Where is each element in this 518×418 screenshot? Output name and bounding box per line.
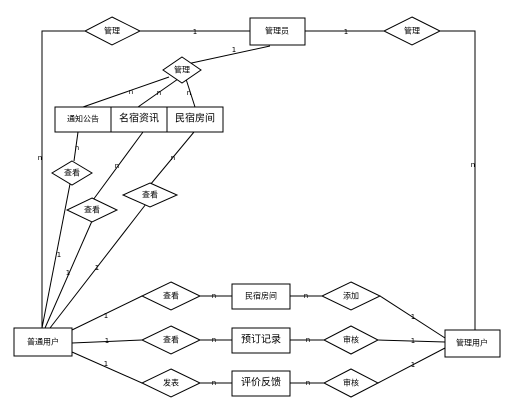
relationship-manage-left[interactable]: 管理 xyxy=(83,16,142,46)
line-manage-right-mgruser xyxy=(440,30,476,330)
card-info-many: n xyxy=(157,89,161,97)
line-info-view xyxy=(92,131,144,201)
entity-room2-label: 民宿房间 xyxy=(245,291,277,301)
line-user-publish xyxy=(71,351,143,384)
relationship-publish[interactable]: 发表 xyxy=(140,368,202,398)
card-view-room-user: 1 xyxy=(95,264,99,272)
card-info-view: n xyxy=(115,162,119,170)
relationship-view-room[interactable]: 查看 xyxy=(121,182,179,208)
card-review-audit2: n xyxy=(306,379,310,387)
card-mgruser-manage-right: n xyxy=(471,161,475,169)
line-user-view1 xyxy=(71,295,143,331)
entity-admin-label: 管理员 xyxy=(265,26,289,36)
card-user-publish: 1 xyxy=(104,360,108,368)
card-view1-room2: n xyxy=(212,292,216,300)
card-notice-many: n xyxy=(129,88,133,96)
entity-info-label: 名宿资讯 xyxy=(119,112,159,125)
connector-lines xyxy=(41,30,476,384)
card-audit2-mgruser: 1 xyxy=(411,361,415,369)
relationship-add-label: 添加 xyxy=(343,291,359,301)
entity-admin[interactable]: 管理员 xyxy=(249,17,306,46)
card-audit1-mgruser: 1 xyxy=(411,337,415,345)
card-view2-booking: n xyxy=(212,336,216,344)
line-room-view xyxy=(149,131,195,186)
line-manage-top-notice xyxy=(82,76,170,108)
entity-user-label: 普通用户 xyxy=(27,337,59,347)
line-add-mgruser xyxy=(379,295,446,339)
entity-room[interactable]: 民宿房间 xyxy=(166,106,224,133)
relationship-audit2-label: 审核 xyxy=(343,378,359,388)
relationship-manage-top-label: 管理 xyxy=(174,65,190,75)
card-room2-add: n xyxy=(304,292,308,300)
entity-booking[interactable]: 预订记录 xyxy=(231,327,291,354)
relationship-view-info[interactable]: 查看 xyxy=(65,197,119,223)
relationship-view-notice-label: 查看 xyxy=(64,168,80,178)
card-room-view: n xyxy=(171,154,175,162)
entity-review-label: 评价反馈 xyxy=(241,376,281,389)
card-notice-view: n xyxy=(75,144,79,152)
card-user-manage-left: n xyxy=(38,154,42,162)
line-user-view2 xyxy=(71,339,143,344)
line-view-room-user xyxy=(49,203,147,329)
cardinality-labels: n 1 1 n 1 n n n n 1 n 1 n 1 1 n n 1 1 n … xyxy=(38,28,475,387)
entity-user[interactable]: 普通用户 xyxy=(13,327,73,357)
relationship-view-notice[interactable]: 查看 xyxy=(51,160,93,186)
card-add-mgruser: 1 xyxy=(411,313,415,321)
line-view-info-user xyxy=(44,220,93,329)
relationship-view-room2-label: 查看 xyxy=(163,291,179,301)
entity-room2[interactable]: 民宿房间 xyxy=(231,283,291,310)
entity-room-label: 民宿房间 xyxy=(175,112,215,125)
card-view-info-user: 1 xyxy=(66,269,70,277)
relationship-add[interactable]: 添加 xyxy=(320,281,382,311)
card-booking-audit1: n xyxy=(306,336,310,344)
card-user-view2: 1 xyxy=(105,337,109,345)
relationship-view-info-label: 查看 xyxy=(84,205,100,215)
line-manage-top-room xyxy=(185,78,196,108)
line-notice-view xyxy=(73,131,79,162)
relationship-manage-left-label: 管理 xyxy=(104,26,120,36)
line-manage-top-info xyxy=(137,78,179,108)
relationship-manage-right[interactable]: 管理 xyxy=(382,16,442,46)
card-publish-review: n xyxy=(212,379,216,387)
line-user-manage-left xyxy=(41,30,85,328)
relationship-audit1-label: 审核 xyxy=(343,335,359,345)
entity-mgr-user-label: 管理用户 xyxy=(456,338,488,348)
relationship-view-booking[interactable]: 查看 xyxy=(140,325,202,355)
card-user-view1: 1 xyxy=(104,312,108,320)
relationship-audit2[interactable]: 审核 xyxy=(322,368,380,398)
relationship-view-room2[interactable]: 查看 xyxy=(140,281,202,311)
relationship-publish-label: 发表 xyxy=(163,378,179,388)
entity-review[interactable]: 评价反馈 xyxy=(231,370,291,397)
entity-notice-label: 通知公告 xyxy=(67,114,99,124)
line-audit1-mgruser xyxy=(377,339,446,343)
relationship-manage-right-label: 管理 xyxy=(404,26,420,36)
card-view-notice-user: 1 xyxy=(57,251,61,259)
entity-booking-label: 预订记录 xyxy=(241,334,281,346)
relationship-audit1[interactable]: 审核 xyxy=(322,325,380,355)
entity-info[interactable]: 名宿资讯 xyxy=(110,106,168,133)
entity-notice[interactable]: 通知公告 xyxy=(54,106,112,133)
line-audit2-mgruser xyxy=(377,347,446,384)
relationship-view-booking-label: 查看 xyxy=(163,335,179,345)
line-admin-manage-top xyxy=(186,45,271,65)
line-view-notice-user xyxy=(41,183,71,329)
card-room-many: n xyxy=(187,89,191,97)
relationship-view-room-label: 查看 xyxy=(142,190,158,200)
card-admin-left: 1 xyxy=(193,28,197,36)
card-admin-manage-top: 1 xyxy=(232,46,236,54)
entity-mgr-user[interactable]: 管理用户 xyxy=(444,329,501,358)
card-admin-right: 1 xyxy=(344,28,348,36)
relationship-manage-top[interactable]: 管理 xyxy=(162,56,202,84)
